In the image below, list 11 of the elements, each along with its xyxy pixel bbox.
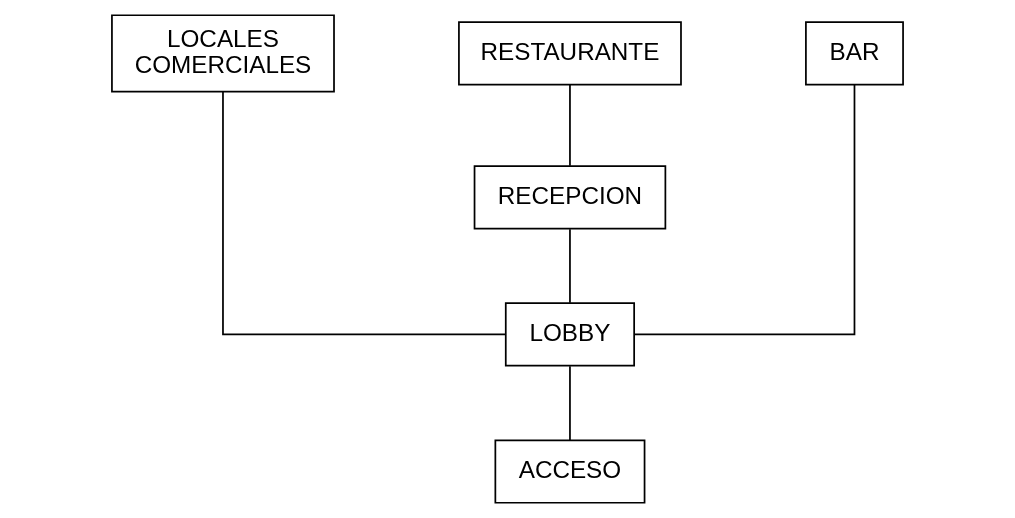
- connector: [569, 365, 571, 441]
- node-box: BAR: [805, 21, 904, 86]
- node-box: RESTAURANTE: [458, 21, 682, 86]
- node-box: LOCALES COMERCIALES: [111, 14, 335, 93]
- node-box: RECEPCION: [473, 165, 667, 230]
- connector: [569, 228, 571, 304]
- connector: [633, 84, 856, 336]
- connector: [222, 91, 507, 336]
- node-box: LOBBY: [504, 302, 635, 367]
- node-box: ACCESO: [494, 439, 646, 504]
- connector: [569, 83, 571, 167]
